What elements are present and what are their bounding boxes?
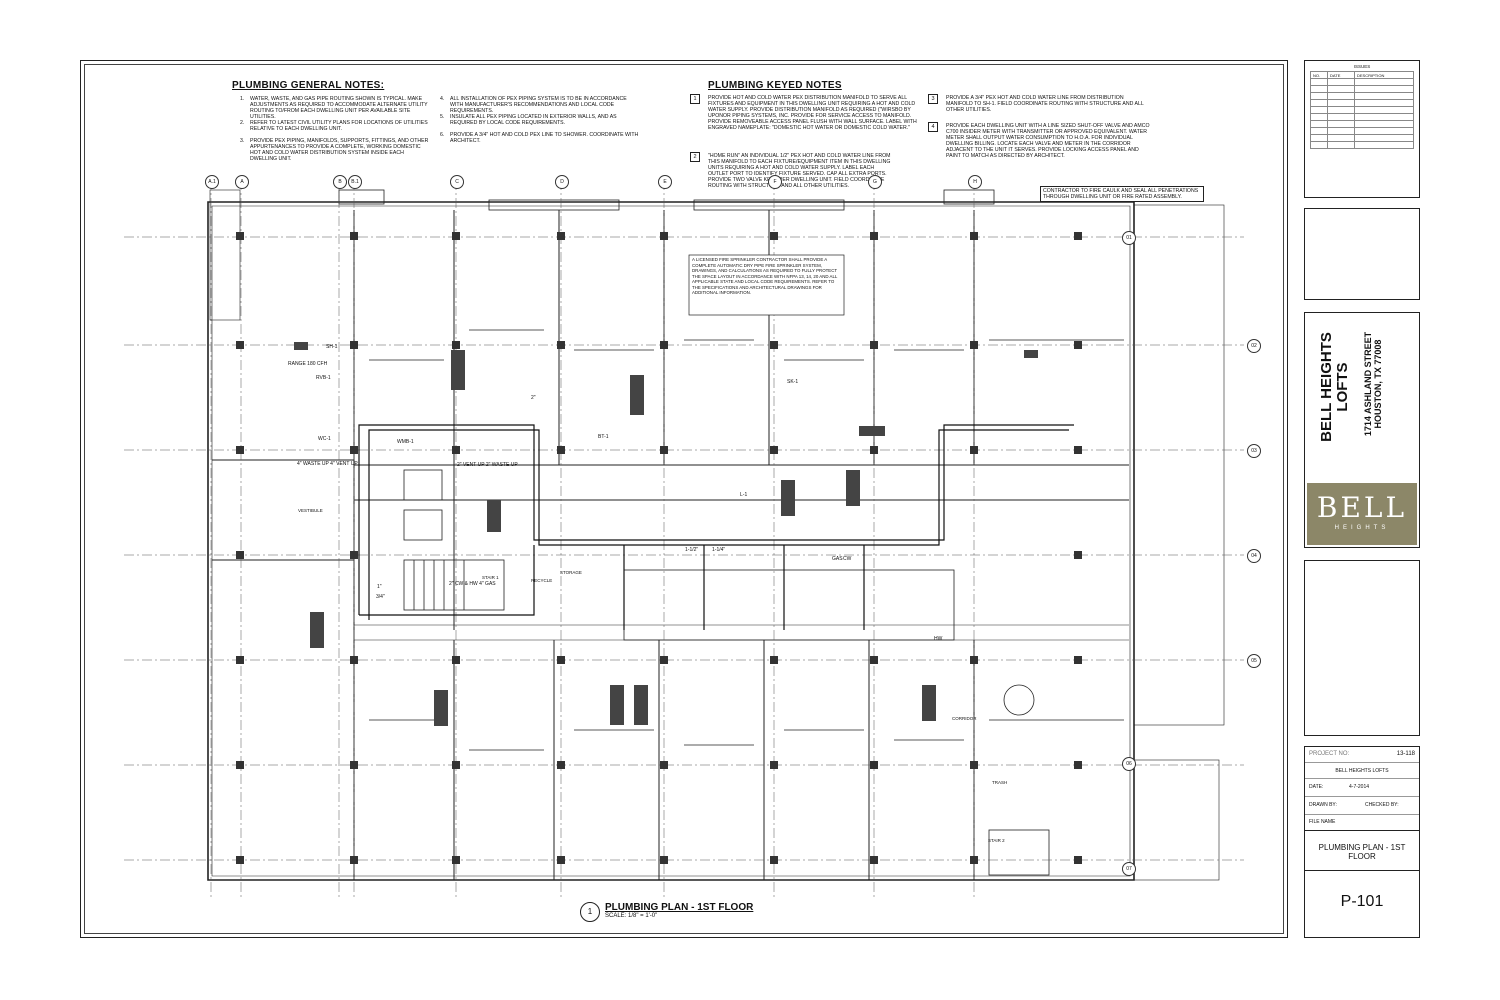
general-notes-title: PLUMBING GENERAL NOTES: xyxy=(232,80,385,91)
callout-hw: HW xyxy=(934,636,943,642)
room-corridor: CORRIDOR xyxy=(952,716,977,721)
project-no-row: PROJECT NO: 13-118 xyxy=(1305,747,1419,763)
grid-bubble-c: C xyxy=(450,175,464,189)
grid-bubble-row-2: 02 xyxy=(1247,339,1261,353)
callout-sk: SK-1 xyxy=(787,379,799,385)
grid-bubble-row-6: 06 xyxy=(1122,757,1136,771)
keyed-note-4: PROVIDE EACH DWELLING UNIT WITH A LINE S… xyxy=(946,123,1150,159)
callout-pipe-2: 1-1/4" xyxy=(712,547,726,553)
callout-pipe-5: 2" xyxy=(531,395,536,401)
file-row: FILE NAME xyxy=(1305,815,1419,831)
grid-bubble-h: H xyxy=(968,175,982,189)
grid-bubble-b: B xyxy=(333,175,347,189)
keyed-note-3: PROVIDE A 3/4" PEX HOT AND COLD WATER LI… xyxy=(946,95,1144,113)
grid-bubble-e: E xyxy=(658,175,672,189)
date-row: DATE: 4-7-2014 xyxy=(1305,779,1419,797)
callout-l: L-1 xyxy=(740,492,748,498)
general-note-6: 6.PROVIDE A 3/4" HOT AND COLD PEX LINE T… xyxy=(440,132,639,144)
project-name: BELL HEIGHTS LOFTS xyxy=(1318,332,1351,442)
floor-plan-drawing xyxy=(124,180,1244,900)
grid-bubble-a1: A.1 xyxy=(205,175,219,189)
address-line-2: HOUSTON, TX 77008 xyxy=(1373,339,1383,429)
sprinkler-note: A LICENSED FIRE SPRINKLER CONTRACTOR SHA… xyxy=(692,257,838,295)
grid-bubble-d: D xyxy=(555,175,569,189)
sheet-border xyxy=(80,60,1288,938)
keyed-note-2-tag: 2 xyxy=(690,152,700,162)
sheet-number: P-101 xyxy=(1340,893,1384,910)
plan-title: PLUMBING PLAN - 1ST FLOOR xyxy=(605,902,754,913)
callout-rvb: RVB-1 xyxy=(316,375,331,381)
address-line-1: 1714 ASHLAND STREET xyxy=(1363,331,1373,437)
stamp-block xyxy=(1304,208,1420,300)
general-note-5: 5.INSULATE ALL PEX PIPING LOCATED IN EXT… xyxy=(440,114,617,126)
grid-bubble-row-1: 01 xyxy=(1122,231,1136,245)
general-note-4: 4.ALL INSTALLATION OF PEX PIPING SYSTEM … xyxy=(440,96,627,114)
bell-heights-logo: BELL HEIGHTS xyxy=(1307,483,1417,545)
grid-bubble-b1: B.1 xyxy=(348,175,362,189)
project-name-area: BELL HEIGHTS LOFTS 1714 ASHLAND STREET H… xyxy=(1305,313,1421,479)
keyed-note-1-tag: 1 xyxy=(690,94,700,104)
plan-number-bubble: 1 xyxy=(580,902,600,922)
callout-range: RANGE 180 CFH xyxy=(288,361,328,367)
callout-vent-waste: 2" VENT UP 2" WASTE UP xyxy=(457,462,518,468)
keyed-notes-title: PLUMBING KEYED NOTES xyxy=(708,80,842,91)
general-note-2: 2.REFER TO LATEST CIVIL UTILITY PLANS FO… xyxy=(240,120,428,132)
general-note-3: 3.PROVIDE PEX PIPING, MANIFOLDS, SUPPORT… xyxy=(240,138,429,162)
callout-pipe-3: 3/4" xyxy=(376,594,385,600)
project-title-row: BELL HEIGHTS LOFTS xyxy=(1305,763,1419,779)
grid-bubble-row-5: 05 xyxy=(1247,654,1261,668)
room-trash: TRASH xyxy=(992,780,1008,785)
callout-wmb: WMB-1 xyxy=(397,439,414,445)
general-note-1: 1.WATER, WASTE, AND GAS PIPE ROUTING SHO… xyxy=(240,96,428,120)
room-recycle: RECYCLE xyxy=(531,578,553,583)
grid-bubble-g: G xyxy=(868,175,882,189)
grid-bubble-a: A xyxy=(235,175,249,189)
grid-bubble-row-7: 07 xyxy=(1122,862,1136,876)
room-stair-2: STAIR 2 xyxy=(988,838,1005,843)
room-stair-1: STAIR 1 xyxy=(482,575,499,580)
callout-pipe-1: 1-1/2" xyxy=(685,547,699,553)
callout-cw-hw-gas: 2" CW & HW 4" GAS xyxy=(449,581,496,587)
drawing-frame xyxy=(84,64,1284,934)
grid-bubble-row-4: 04 xyxy=(1247,549,1261,563)
callout-sh: SH-1 xyxy=(326,344,338,350)
callout-pipe-4: 1" xyxy=(377,584,382,590)
callout-bt: BT-1 xyxy=(598,434,609,440)
issues-header: ISSUES xyxy=(1353,64,1371,69)
sheet-title: PLUMBING PLAN - 1ST FLOOR xyxy=(1305,831,1419,871)
plan-scale: SCALE: 1/8" = 1'-0" xyxy=(605,913,658,919)
grid-bubble-f: F xyxy=(768,175,782,189)
keyed-note-4-tag: 4 xyxy=(928,122,938,132)
keyed-note-3-tag: 3 xyxy=(928,94,938,104)
project-info-block: PROJECT NO: 13-118 BELL HEIGHTS LOFTS DA… xyxy=(1304,746,1420,938)
project-name-block: BELL HEIGHTS LOFTS 1714 ASHLAND STREET H… xyxy=(1304,312,1420,548)
room-storage: STORAGE xyxy=(560,570,582,575)
blank-block xyxy=(1304,560,1420,736)
callout-waste-vent: 4" WASTE UP 4" VENT UP xyxy=(297,461,358,467)
callout-wc: WC-1 xyxy=(318,436,331,442)
grid-bubble-row-3: 03 xyxy=(1247,444,1261,458)
keyed-note-1: PROVIDE HOT AND COLD WATER PEX DISTRIBUT… xyxy=(708,95,917,131)
room-vestibule: VESTIBULE xyxy=(298,508,323,513)
drawn-row: DRAWN BY: CHECKED BY: xyxy=(1305,797,1419,815)
callout-gas: GAS xyxy=(832,556,843,562)
callout-cw: CW xyxy=(843,556,852,562)
